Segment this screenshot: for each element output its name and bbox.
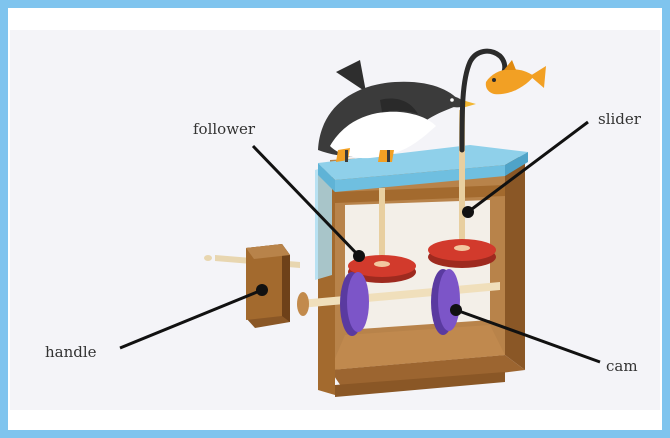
follower-disc-right [428,239,496,268]
handle-shaft-end [204,255,212,261]
axle-collar [297,292,309,316]
follower-rod-left [379,188,385,260]
penguin-figure [318,60,476,162]
slider-leader-dot [462,206,474,218]
label-follower: follower [193,120,256,138]
handle-leader-dot [256,284,268,296]
fish-figure [462,51,546,150]
handle-knob [246,244,290,328]
label-handle: handle [45,343,97,361]
cam-leader-dot [450,304,462,316]
handle-leader-line [120,290,262,348]
follower-leader-dot [353,250,365,262]
label-slider: slider [598,110,642,128]
label-cam: cam [606,357,638,375]
